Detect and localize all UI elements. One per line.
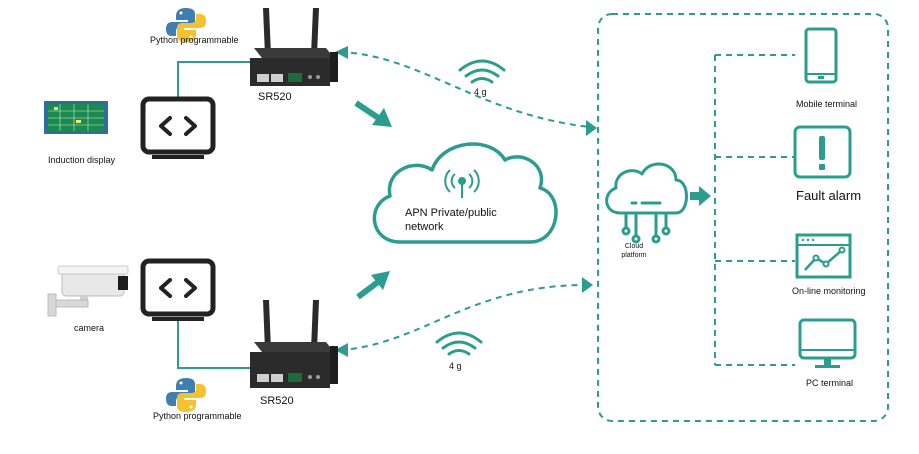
platform-box	[597, 13, 889, 422]
terminal-label-pc: PC terminal	[806, 378, 854, 388]
cloud-platform-label: Cloud platform	[621, 243, 647, 259]
pc-icon	[798, 318, 857, 368]
code-monitor-icon-bottom	[140, 258, 216, 321]
arrowhead-bottom-left	[335, 343, 348, 357]
display-label: Induction display	[48, 155, 116, 165]
router-label-top: SR520	[258, 91, 292, 103]
arrowhead-top-right	[586, 120, 597, 136]
dashed-link-top	[339, 51, 591, 128]
python-label-top: Python programmable	[150, 35, 239, 45]
signal-label-top: 4 g	[474, 87, 487, 97]
arrow-top-to-cloud	[354, 100, 392, 127]
signal-label-bottom: 4 g	[449, 361, 462, 371]
mobile-icon	[804, 27, 838, 84]
dashed-link-bottom	[339, 284, 586, 351]
camera-label: camera	[74, 323, 105, 333]
arrowhead-top-left	[335, 46, 348, 59]
python-logo-icon-bottom	[166, 378, 206, 412]
terminal-label-mobile: Mobile terminal	[796, 99, 858, 109]
router-label-bottom: SR520	[260, 395, 294, 407]
wifi-icon-bottom	[435, 331, 483, 356]
arrow-to-platform	[690, 186, 711, 206]
induction-display-image	[44, 101, 108, 134]
code-monitor-icon-top	[140, 96, 216, 159]
device-links	[177, 61, 250, 369]
cloud-platform-icon	[605, 162, 688, 244]
antenna-icon	[444, 169, 480, 198]
network-cloud	[372, 142, 558, 244]
terminal-label-alarm: Fault alarm	[796, 188, 862, 203]
arrow-bottom-to-cloud	[356, 271, 390, 300]
arrowhead-bottom-right	[582, 277, 593, 293]
wifi-icon-top	[458, 59, 506, 84]
python-label-bottom: Python programmable	[153, 411, 242, 421]
platform-tree	[714, 54, 795, 366]
router-device-bottom	[250, 300, 338, 388]
python-logo-icon-top	[166, 8, 206, 42]
network-label: APN Private/public network	[405, 207, 497, 233]
terminal-label-monitoring: On-line monitoring	[792, 286, 866, 296]
monitoring-icon	[795, 233, 852, 279]
camera-image	[47, 265, 129, 317]
alarm-icon	[793, 125, 852, 179]
router-device-top	[250, 8, 338, 86]
